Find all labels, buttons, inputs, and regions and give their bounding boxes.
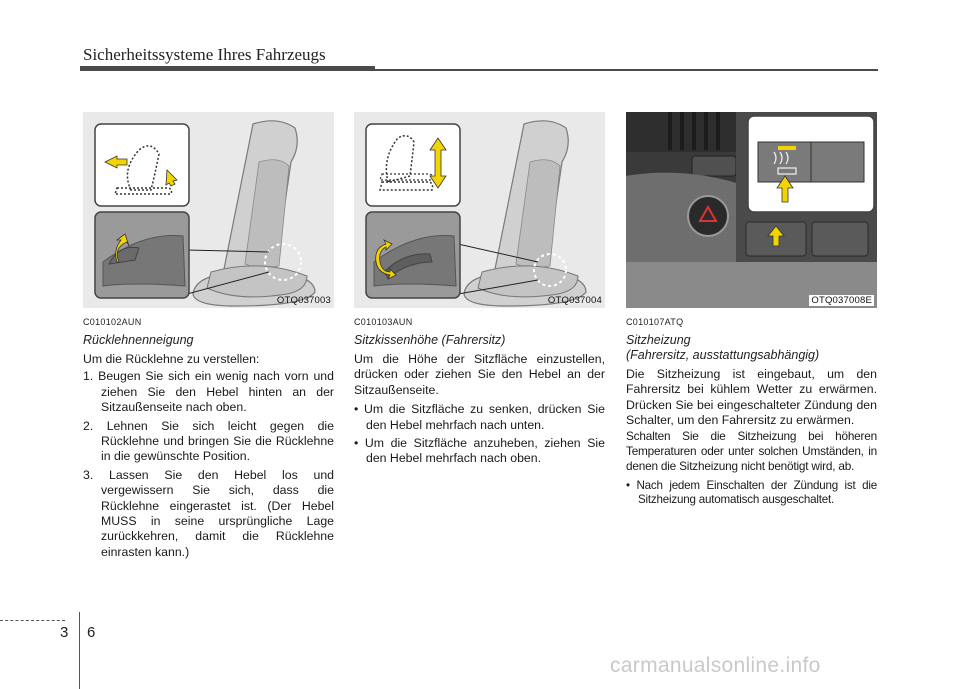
section-body: Die Sitzheizung ist eingebaut, um den Fa… <box>626 367 877 428</box>
section-body: Schalten Sie die Sitzheizung bei höheren… <box>626 428 877 474</box>
step-item: 2. Lehnen Sie sich leicht gegen die Rück… <box>83 418 334 464</box>
section-heading: Sitzheizung <box>626 333 691 347</box>
section-heading: Sitzkissenhöhe (Fahrersitz) <box>354 333 506 347</box>
section-code: C010102AUN <box>83 317 142 327</box>
figure-id-label: OTQ037008E <box>809 295 874 306</box>
section-cushion-height: OTQ037004 C010103AUN Sitzkissenhöhe (Fah… <box>354 112 605 470</box>
section-code: C010107ATQ <box>626 317 684 327</box>
bullet-item: • Nach jedem Einschalten der Zündung ist… <box>626 478 877 507</box>
bullet-list: • Um die Sitzfläche zu senken, drücken S… <box>354 402 605 467</box>
seat-backrest-illustration <box>83 112 334 308</box>
seat-height-illustration <box>354 112 605 308</box>
figure-cushion-height: OTQ037004 <box>354 112 605 308</box>
bullet-item: • Um die Sitzfläche anzuheben, ziehen Si… <box>354 436 605 466</box>
page-number: 6 <box>87 624 96 641</box>
seat-heater-switch-illustration <box>626 112 877 308</box>
page-header-title: Sicherheitssysteme Ihres Fahrzeugs <box>83 45 326 64</box>
step-item: 3. Lassen Sie den Hebel los und vergewis… <box>83 467 334 559</box>
chapter-number: 3 <box>60 624 69 641</box>
header-rule-thin <box>375 69 878 71</box>
steps-list: 1. Beugen Sie sich ein wenig nach vorn u… <box>83 369 334 560</box>
header-rule-thick <box>80 66 375 71</box>
section-seat-heating: OTQ037008E C010107ATQ Sitzheizung (Fahre… <box>626 112 877 511</box>
footer-dashed-rule <box>0 620 65 621</box>
section-intro: Um die Rücklehne zu verstellen: <box>83 352 260 366</box>
watermark: carmanualsonline.info <box>610 654 821 677</box>
figure-backrest: OTQ037003 <box>83 112 334 308</box>
step-item: 1. Beugen Sie sich ein wenig nach vorn u… <box>83 369 334 415</box>
footer-vertical-rule <box>79 612 80 689</box>
section-code: C010103AUN <box>354 317 413 327</box>
figure-id-label: OTQ037004 <box>547 295 602 306</box>
bullet-item: • Um die Sitzfläche zu senken, drücken S… <box>354 402 605 432</box>
bullet-list: • Nach jedem Einschalten der Zündung ist… <box>626 479 877 508</box>
section-heading: Rücklehnenneigung <box>83 333 194 347</box>
figure-seat-heating: OTQ037008E <box>626 112 877 308</box>
section-backrest: OTQ037003 C010102AUN Rücklehnenneigung U… <box>83 112 334 563</box>
section-intro: Um die Höhe der Sitzfläche einzustellen,… <box>354 352 605 397</box>
figure-id-label: OTQ037003 <box>276 295 331 306</box>
section-subheading: (Fahrersitz, ausstattungsabhängig) <box>626 348 820 362</box>
